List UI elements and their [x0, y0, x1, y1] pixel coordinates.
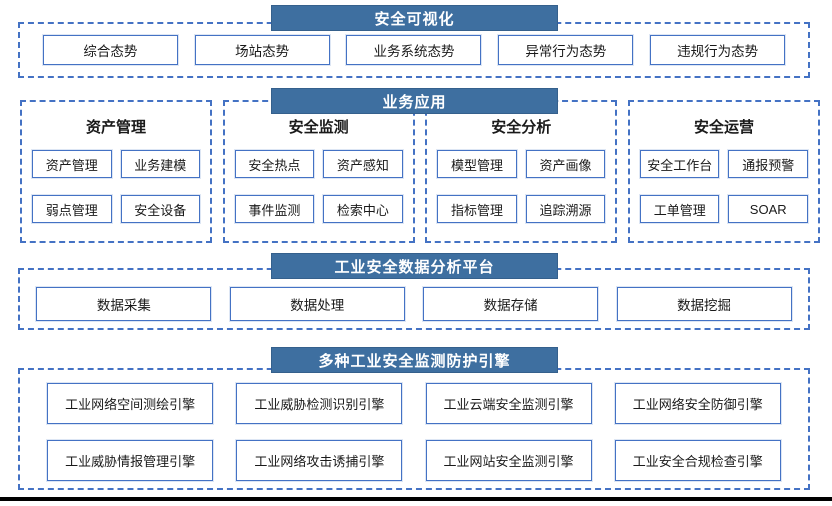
- node-work-order-management: 工单管理: [639, 195, 720, 223]
- group-security-monitoring: 安全监测 安全热点 资产感知 事件监测 检索中心: [222, 100, 415, 243]
- group-security-operation: 安全运营 安全工作台 通报预警 工单管理 SOAR: [627, 100, 820, 243]
- group-title-asset-management: 资产管理: [85, 119, 146, 136]
- group-title-security-monitoring: 安全监测: [288, 119, 349, 136]
- node-asset-awareness: 资产感知: [323, 150, 403, 178]
- banner-data-platform: 工业安全数据分析平台: [271, 253, 558, 279]
- group-title-security-analysis: 安全分析: [491, 119, 552, 136]
- platform-node-row: 数据采集 数据处理 数据存储 数据挖掘: [18, 268, 810, 330]
- node-data-processing: 数据处理: [229, 287, 405, 321]
- group-asset-management: 资产管理 资产管理 业务建模 弱点管理 安全设备: [20, 100, 212, 243]
- engines-rows: 工业网络空间测绘引擎 工业威胁检测识别引擎 工业云端安全监测引擎 工业网络安全防…: [18, 368, 810, 490]
- node-cloud-security-monitoring-engine: 工业云端安全监测引擎: [425, 383, 592, 424]
- node-website-security-monitoring-engine: 工业网站安全监测引擎: [425, 440, 592, 481]
- node-asset-profile: 资产画像: [525, 150, 606, 178]
- node-business-system-situation: 业务系统态势: [346, 35, 482, 65]
- node-asset-management: 资产管理: [32, 150, 112, 178]
- node-security-device: 安全设备: [120, 195, 200, 223]
- node-model-management: 模型管理: [437, 150, 517, 178]
- node-security-workbench: 安全工作台: [639, 150, 720, 178]
- node-business-modeling: 业务建模: [120, 150, 200, 178]
- bottom-divider: [0, 497, 832, 501]
- node-threat-detection-engine: 工业威胁检测识别引擎: [236, 383, 403, 424]
- group-security-analysis: 安全分析 模型管理 资产画像 指标管理 追踪溯源: [425, 100, 618, 243]
- node-data-mining: 数据挖掘: [616, 287, 792, 321]
- node-compliance-check-engine: 工业安全合规检查引擎: [614, 440, 781, 481]
- node-event-monitoring: 事件监测: [234, 195, 315, 223]
- node-station-situation: 场站态势: [194, 35, 330, 65]
- node-indicator-management: 指标管理: [437, 195, 517, 223]
- node-data-storage: 数据存储: [423, 287, 599, 321]
- node-soar: SOAR: [728, 195, 808, 223]
- banner-engines: 多种工业安全监测防护引擎: [271, 347, 558, 373]
- node-attack-trapping-engine: 工业网络攻击诱捕引擎: [236, 440, 403, 481]
- business-groups-row: 资产管理 资产管理 业务建模 弱点管理 安全设备 安全监测 安全热点 资产感知 …: [20, 100, 820, 243]
- node-threat-intel-management-engine: 工业威胁情报管理引擎: [47, 440, 214, 481]
- node-security-hotspot: 安全热点: [234, 150, 315, 178]
- node-search-center: 检索中心: [323, 195, 403, 223]
- node-cyberspace-mapping-engine: 工业网络空间测绘引擎: [47, 383, 214, 424]
- node-weakness-management: 弱点管理: [32, 195, 112, 223]
- node-abnormal-behavior-situation: 异常行为态势: [498, 35, 634, 65]
- banner-business-applications: 业务应用: [271, 88, 558, 114]
- visualization-node-row: 综合态势 场站态势 业务系统态势 异常行为态势 违规行为态势: [18, 22, 810, 78]
- node-notification-warning: 通报预警: [728, 150, 808, 178]
- group-title-security-operation: 安全运营: [693, 119, 754, 136]
- banner-security-visualization: 安全可视化: [271, 5, 558, 31]
- node-violation-behavior-situation: 违规行为态势: [650, 35, 786, 65]
- node-trace-source: 追踪溯源: [525, 195, 606, 223]
- node-network-defense-engine: 工业网络安全防御引擎: [614, 383, 781, 424]
- node-comprehensive-situation: 综合态势: [42, 35, 178, 65]
- node-data-collection: 数据采集: [36, 287, 212, 321]
